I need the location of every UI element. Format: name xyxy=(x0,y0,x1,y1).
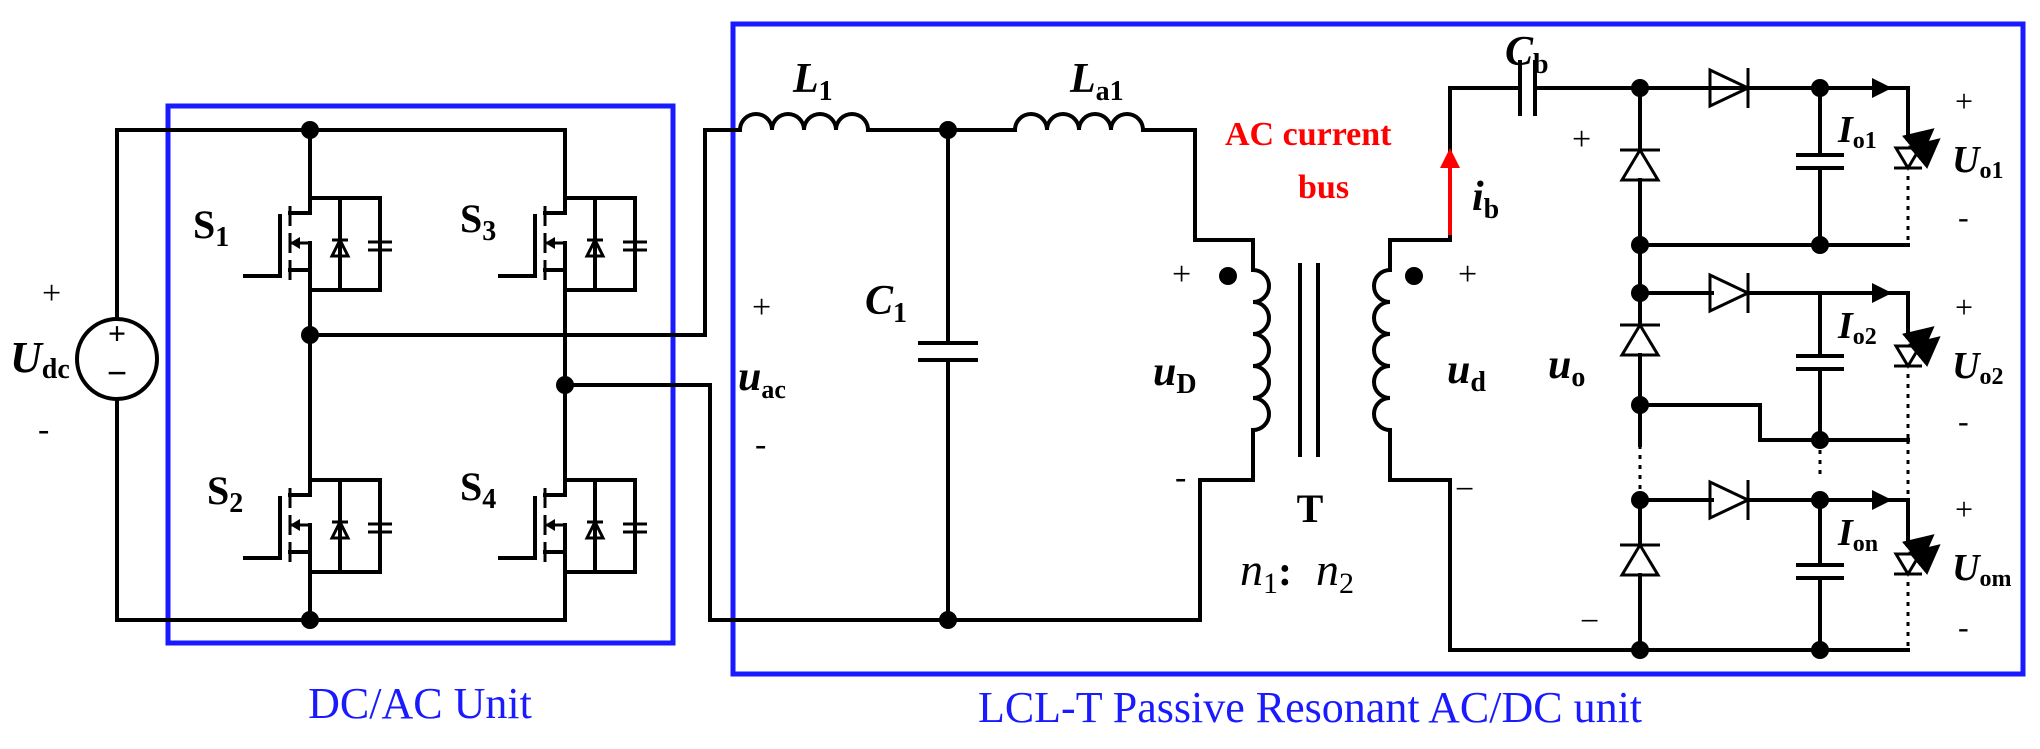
source-minus-label: - xyxy=(38,411,49,448)
ud-primary-plus: + xyxy=(1172,256,1191,293)
ud-secondary-plus: + xyxy=(1458,256,1477,293)
transformer-label: T xyxy=(1297,486,1324,531)
led-2 xyxy=(1894,330,1936,366)
ud-secondary-minus: − xyxy=(1455,471,1474,508)
switch-s2 xyxy=(243,458,394,582)
source-inner-plus: + xyxy=(108,315,126,351)
cb-label: Cb xyxy=(1505,29,1549,80)
rectifier-diode-1 xyxy=(1618,148,1662,182)
uac-minus: - xyxy=(755,426,766,463)
ud-primary-minus: - xyxy=(1175,459,1186,496)
output-channel-2 xyxy=(1638,283,1910,449)
uom-label: Uom xyxy=(1952,547,2011,592)
h-bridge-wiring xyxy=(115,121,1202,629)
output-channel-n xyxy=(1638,490,1910,659)
switch-s4 xyxy=(498,458,649,582)
uac-plus: + xyxy=(752,289,771,326)
dcac-unit-box xyxy=(165,103,676,646)
output-diode-2 xyxy=(1708,271,1750,315)
s3-label: S3 xyxy=(460,196,496,247)
ion-label: Ion xyxy=(1837,512,1878,557)
turns-ratio-label: n1:n2 xyxy=(1240,544,1354,600)
rectifier-diode-2 xyxy=(1618,323,1662,357)
source-plus-label: + xyxy=(42,275,61,312)
ud-primary-label: uD xyxy=(1153,349,1197,400)
uo1-plus: + xyxy=(1955,83,1973,119)
io2-label: Io2 xyxy=(1837,305,1877,350)
dcac-unit-caption: DC/AC Unit xyxy=(308,679,532,728)
ud-secondary-label: ud xyxy=(1447,347,1486,398)
ac-bus-label-line2: bus xyxy=(1298,169,1349,206)
switch-s3 xyxy=(498,176,649,300)
output-channel-1 xyxy=(1638,78,1910,254)
uo2-label: Uo2 xyxy=(1952,345,2003,390)
s2-label: S2 xyxy=(207,468,243,519)
s4-label: S4 xyxy=(460,464,496,515)
uo2-minus: - xyxy=(1958,403,1969,439)
ib-label: ib xyxy=(1472,174,1499,225)
io1-label: Io1 xyxy=(1837,109,1877,154)
uac-label: uac xyxy=(738,354,786,404)
lclt-unit-box xyxy=(730,21,2026,677)
dc-source: + − xyxy=(75,128,159,622)
switch-s1 xyxy=(243,176,394,300)
uo1-minus: - xyxy=(1958,199,1969,235)
la1-label: La1 xyxy=(1069,56,1124,107)
rectifier-column xyxy=(1631,79,1649,659)
uo1-label: Uo1 xyxy=(1952,139,2003,184)
uo-plus: + xyxy=(1572,121,1591,158)
uom-plus: + xyxy=(1955,491,1973,527)
uo2-plus: + xyxy=(1955,289,1973,325)
led-1 xyxy=(1894,132,1936,168)
rectifier-diode-3 xyxy=(1618,543,1662,577)
transformer xyxy=(1219,238,1452,482)
l1-label: L1 xyxy=(792,56,833,107)
lcl-network xyxy=(737,112,1255,629)
source-inner-minus: − xyxy=(107,353,128,393)
uom-minus: - xyxy=(1958,609,1969,645)
uo-minus: − xyxy=(1580,603,1599,640)
ac-bus-label-line1: AC current xyxy=(1225,116,1392,153)
uo-label: uo xyxy=(1548,342,1585,393)
led-n xyxy=(1894,538,1936,574)
lclt-unit-caption: LCL-T Passive Resonant AC/DC unit xyxy=(978,683,1642,732)
udc-label: Udc xyxy=(10,333,70,385)
c1-label: C1 xyxy=(865,278,907,329)
output-diode-n xyxy=(1708,478,1750,522)
s1-label: S1 xyxy=(193,202,229,253)
